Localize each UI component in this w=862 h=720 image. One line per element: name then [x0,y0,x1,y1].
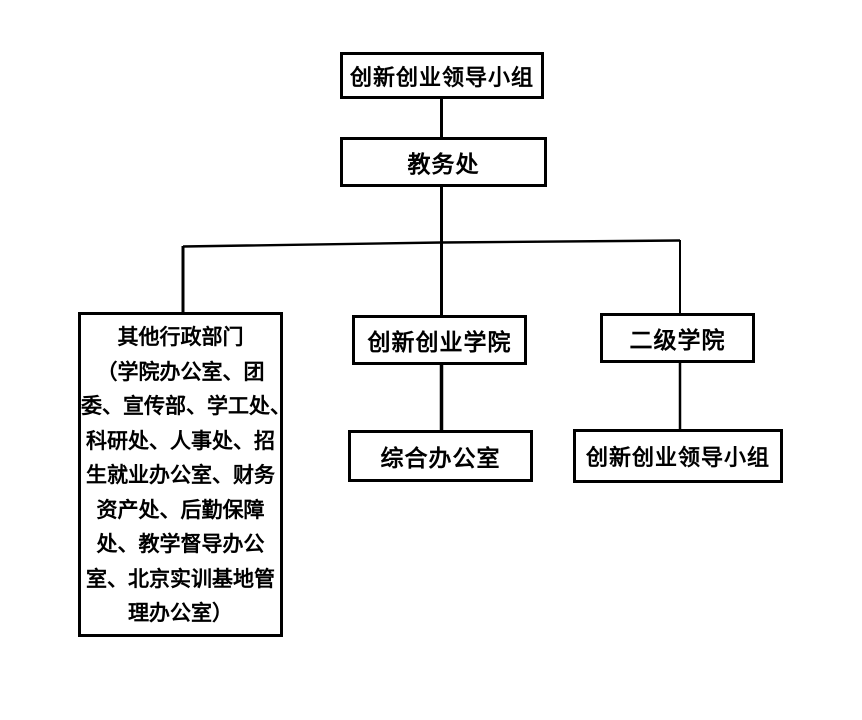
other-departments-line-9: 理办公室） [128,602,233,625]
other-departments-line-2: （学院办公室、团 [96,360,265,384]
connector-branch-horizontal [182,239,681,248]
node-academic-affairs-office: 教务处 [340,137,547,187]
other-departments-line-5: 生就业办公室、财务 [86,464,275,487]
other-departments-line-3: 委、宣传部、学工处、 [81,395,291,418]
node-secondary-colleges: 二级学院 [600,313,755,363]
node-general-office: 综合办公室 [348,430,533,482]
node-other-admin-departments: 其他行政部门 （学院办公室、团 委、宣传部、学工处、 科研处、人事处、招 生就业… [78,312,291,637]
node-innovation-leading-group-secondary: 创新创业领导小组 [573,429,783,483]
other-departments-line-4: 科研处、人事处、招 [86,429,275,453]
node-innovation-entrepreneurship-college: 创新创业学院 [352,315,527,365]
other-departments-line-7: 处、教学督导办公 [96,533,265,556]
other-departments-line-1: 其他行政部门 [117,326,244,349]
node-innovation-leading-group-top: 创新创业领导小组 [340,52,544,99]
other-departments-line-8: 室、北京实训基地管 [86,567,275,591]
other-departments-line-6: 资产处、后勤保障 [96,498,265,522]
